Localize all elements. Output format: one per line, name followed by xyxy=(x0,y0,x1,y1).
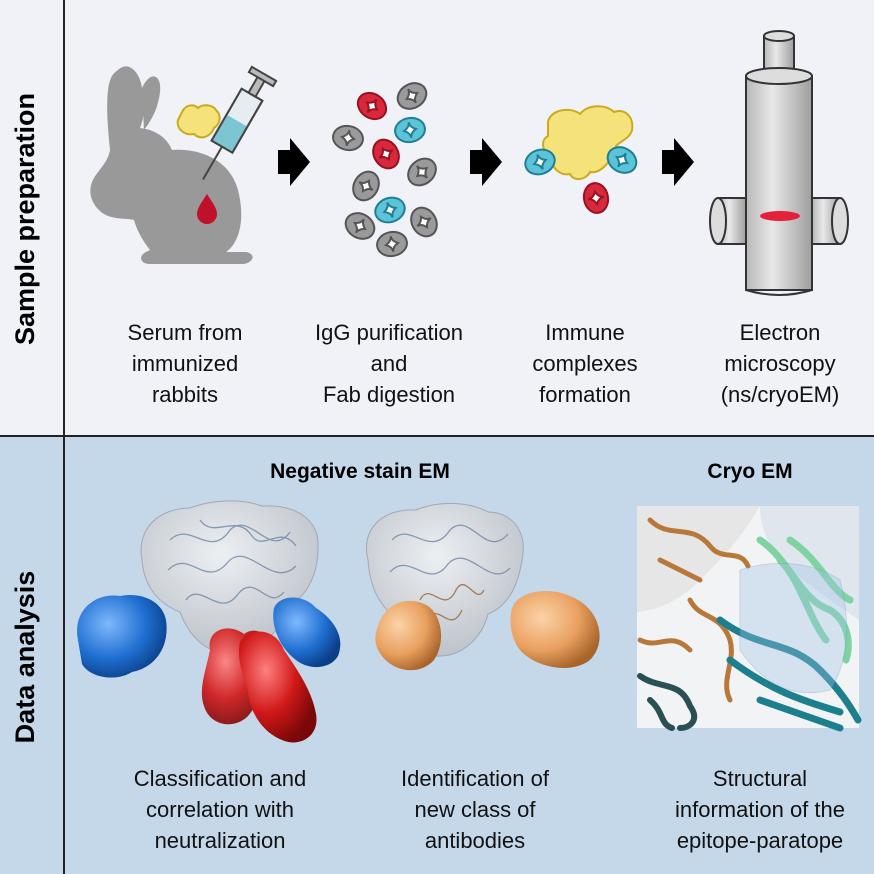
step-caption-serum: Serum from immunized rabbits xyxy=(100,317,270,410)
immune-complex-icon xyxy=(520,105,642,216)
caption-line: Serum from xyxy=(127,320,243,345)
caption-line: Fab digestion xyxy=(322,382,456,407)
analysis-caption-structural: Structural information of the epitope-pa… xyxy=(660,763,860,856)
step-caption-purification: IgG purification and Fab digestion xyxy=(286,317,492,410)
caption-line: rabbits xyxy=(151,382,219,407)
caption-line: IgG purification xyxy=(315,320,463,345)
caption-line: Structural xyxy=(712,766,808,791)
caption-line: (ns/cryoEM) xyxy=(720,382,840,407)
caption-line: microscopy xyxy=(724,351,836,376)
caption-line: and xyxy=(370,351,408,376)
negative-stain-map-1 xyxy=(77,500,341,743)
section-divider-vertical xyxy=(63,0,65,874)
cryo-em-structure-image xyxy=(637,506,862,732)
section-divider-horizontal xyxy=(0,435,874,437)
fab-fragments-icon xyxy=(330,77,443,260)
syringe-icon xyxy=(202,65,278,181)
arrow-icon xyxy=(278,138,310,186)
rabbit-icon xyxy=(90,66,253,264)
analysis-caption-classification: Classification and correlation with neut… xyxy=(100,763,340,856)
caption-line: antibodies xyxy=(424,828,526,853)
negative-stain-heading: Negative stain EM xyxy=(270,460,450,483)
caption-line: information of the xyxy=(675,797,845,822)
antigen-icon xyxy=(176,104,221,139)
step-caption-electron-microscopy: Electron microscopy (ns/cryoEM) xyxy=(700,317,860,410)
caption-line: neutralization xyxy=(154,828,286,853)
caption-line: complexes xyxy=(532,351,638,376)
caption-line: new class of xyxy=(414,797,536,822)
arrow-icon xyxy=(470,138,502,186)
caption-line: Identification of xyxy=(401,766,549,791)
caption-line: immunized xyxy=(131,351,239,376)
caption-line: formation xyxy=(539,382,631,407)
caption-line: Classification and xyxy=(133,766,307,791)
negative-stain-map-2 xyxy=(366,502,600,671)
caption-line: Electron xyxy=(739,320,821,345)
arrow-icon xyxy=(662,138,694,186)
cryo-em-heading: Cryo EM xyxy=(707,460,793,483)
caption-line: epitope-paratope xyxy=(676,828,844,853)
analysis-caption-identification: Identification of new class of antibodie… xyxy=(370,763,580,856)
caption-line: correlation with xyxy=(146,797,294,822)
caption-line: Immune xyxy=(545,320,625,345)
electron-microscope-icon xyxy=(709,30,849,296)
blood-drop-icon xyxy=(197,194,217,224)
step-caption-immune-complexes: Immune complexes formation xyxy=(510,317,660,410)
